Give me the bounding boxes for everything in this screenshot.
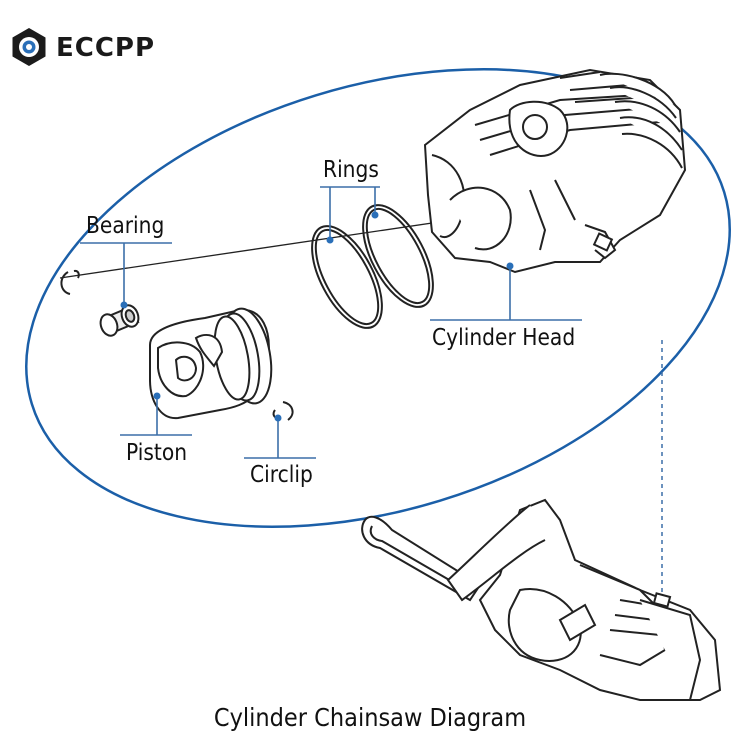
callout-ellipse bbox=[25, 68, 731, 528]
leader-lines bbox=[80, 186, 582, 459]
piston-rings bbox=[311, 204, 434, 329]
cylinder-head-part bbox=[423, 68, 687, 274]
brand-name: ECCPP bbox=[56, 33, 156, 63]
brand: ECCPP bbox=[10, 28, 155, 68]
circlip-left bbox=[60, 269, 80, 295]
label-bearing: Bearing bbox=[86, 213, 165, 239]
label-circlip: Circlip bbox=[250, 462, 313, 488]
label-cylinder-head: Cylinder Head bbox=[432, 325, 576, 351]
bearing-part bbox=[99, 304, 140, 337]
gear-hexagon-logo-icon bbox=[12, 28, 46, 66]
leader-dots bbox=[120, 211, 514, 422]
chainsaw-illustration bbox=[361, 498, 722, 701]
piston-part bbox=[149, 307, 273, 420]
label-rings: Rings bbox=[323, 157, 379, 183]
label-piston: Piston bbox=[126, 440, 188, 466]
diagram-caption: Cylinder Chainsaw Diagram bbox=[213, 703, 527, 732]
